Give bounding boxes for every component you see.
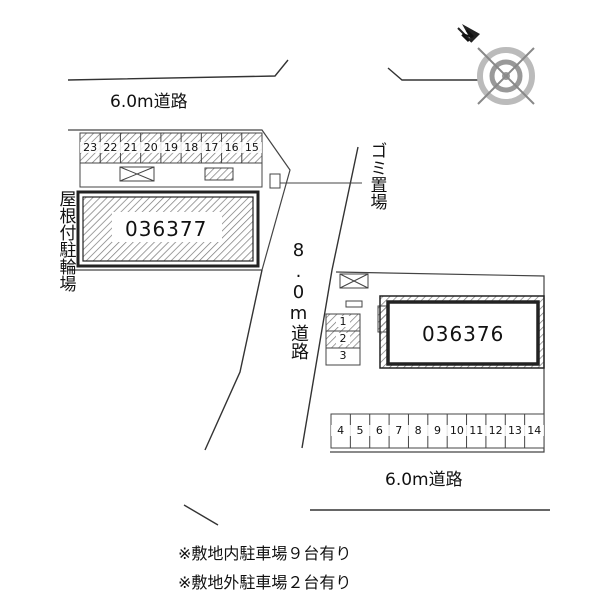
road-bottom-edges: [183, 504, 550, 526]
road-top-edges: [67, 59, 478, 81]
parking-slot-number: 4: [331, 425, 351, 436]
parking-slot-number: 10: [447, 425, 467, 436]
parking-slot-number: 19: [160, 142, 182, 153]
note-onsite-parking: ※敷地内駐車場９台有り: [178, 544, 352, 563]
note-offsite-parking: ※敷地外駐車場２台有り: [178, 573, 352, 592]
garbage-label: ゴミ置場: [366, 142, 387, 210]
parking-slot-number: 22: [100, 142, 121, 153]
parking-slot-number: 15: [241, 142, 262, 153]
road-bottom-label: 6.0m道路: [385, 470, 463, 490]
building-id-right: 036376: [422, 322, 505, 346]
parking-slot-number: 21: [120, 142, 141, 153]
parking-slot-number: 20: [140, 142, 161, 153]
building-036377: [76, 190, 260, 268]
left-lot-details: [79, 162, 362, 189]
compass-icon: [457, 24, 535, 105]
parking-slot-number: 17: [201, 142, 222, 153]
parking-slot-number: 2: [336, 333, 350, 344]
road-middle-edges: [204, 146, 359, 451]
parking-slot-number: 1: [336, 316, 350, 327]
parking-slot-number: 8: [408, 425, 428, 436]
parking-slot-number: 7: [389, 425, 409, 436]
parking-slot-number: 3: [336, 350, 350, 361]
parking-slot-number: 11: [466, 425, 486, 436]
parking-slot-number: 23: [80, 142, 101, 153]
parking-slot-number: 6: [369, 425, 390, 436]
road-middle-label: 8.0m道路: [288, 240, 309, 360]
parking-slot-number: 5: [350, 425, 370, 436]
parking-slot-number: 12: [485, 425, 506, 436]
building-036376: [379, 295, 545, 369]
left-lot-outline: [68, 129, 291, 271]
parking-slot-number: 14: [524, 425, 544, 436]
bike-parking-label: 屋根付駐輪場: [55, 190, 76, 292]
parking-slot-number: 13: [505, 425, 525, 436]
parking-slot-number: 18: [181, 142, 202, 153]
parking-slot-number: 16: [221, 142, 242, 153]
parking-slot-number: 9: [427, 425, 448, 436]
road-top-label: 6.0m道路: [110, 92, 188, 112]
building-id-left: 036377: [125, 217, 208, 241]
